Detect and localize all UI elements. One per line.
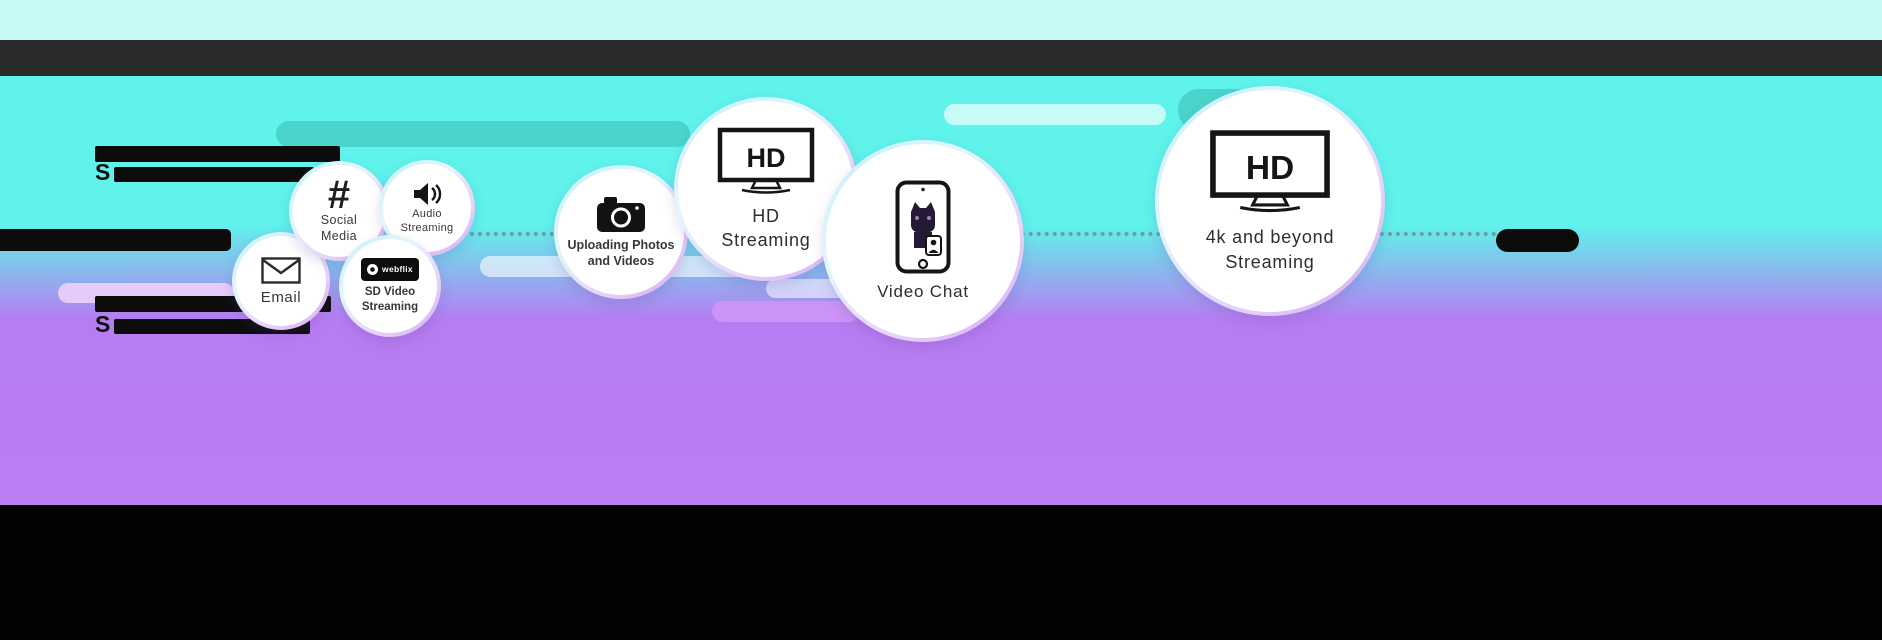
redacted-text-bar [95,146,340,162]
envelope-icon [261,256,301,284]
tv-screen-text: HD [747,143,786,173]
speaker-icon [414,182,442,205]
decor-pill-black [1496,229,1579,252]
webflix-logo-text: webflix [382,264,413,275]
bubble-label: Social Media [320,213,358,243]
bubble-label: HD Streaming [721,205,811,250]
bubble-label: Email [260,288,302,306]
webflix-logo-dot [367,263,379,275]
bubble-4k-streaming: HD 4k and beyond Streaming [1155,86,1385,316]
bubble-label: Audio Streaming [400,207,454,234]
bubble-hd-streaming: HD HD Streaming [674,97,858,281]
decor-pill-white [944,104,1166,125]
bubble-label: 4k and beyond Streaming [1205,227,1335,272]
smartphone-cat-icon [895,180,951,274]
contact-badge-icon [925,235,942,256]
bubble-video-chat: Video Chat [822,140,1024,342]
bubble-audio-streaming: Audio Streaming [379,160,475,256]
decor-pill-purple [712,301,859,322]
bubble-uploading-photos: Uploading Photos and Videos [554,165,688,299]
bubble-sd-video-streaming: webflix SD Video Streaming [339,235,441,337]
top-dark-bar [0,40,1882,76]
redacted-text-bar [0,229,231,251]
camera-icon [597,196,645,232]
bottom-black-bar [0,505,1882,640]
bubble-label: SD Video Streaming [361,285,419,313]
decor-pill-teal [276,121,690,147]
redacted-text-letter: S [95,159,111,185]
redacted-text-bar [114,167,314,182]
bubble-label: Video Chat [877,282,969,301]
tv-hd-icon: HD [717,127,815,194]
bubble-label: Uploading Photos and Videos [567,237,675,268]
tv-hd-icon: HD [1210,130,1330,213]
redacted-text-letter: S [95,311,111,337]
hashtag-icon: # [327,173,351,218]
webflix-badge-icon: webflix [361,257,419,281]
tv-screen-text: HD [1246,150,1294,187]
